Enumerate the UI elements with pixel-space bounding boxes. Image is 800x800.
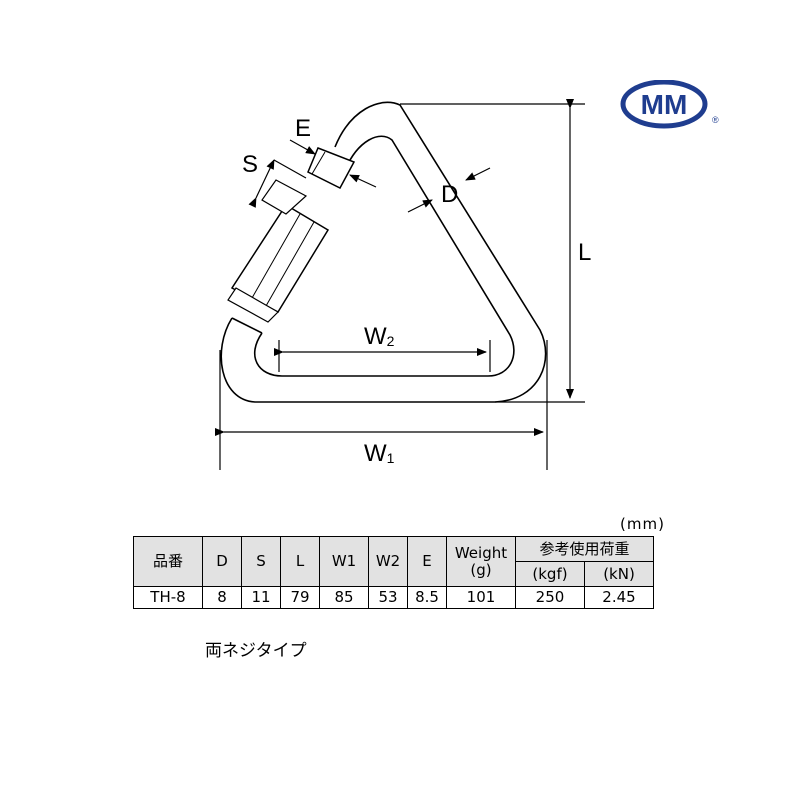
- header-load: 参考使用荷重: [515, 536, 654, 562]
- cell-d: 8: [202, 586, 242, 609]
- dim-label-w2: W2: [364, 323, 395, 350]
- brand-logo: MM ®: [620, 80, 719, 129]
- table-row: TH-8 8 11 79 85 53 8.5 101 250 2.45: [133, 586, 654, 609]
- header-weight: Weight (g): [446, 536, 516, 587]
- cell-kn: 2.45: [584, 586, 654, 609]
- header-load-kgf: (kgf): [515, 561, 585, 587]
- unit-note: (mm): [620, 515, 665, 533]
- header-weight-unit: (g): [470, 560, 492, 579]
- header-w1: W1: [319, 536, 369, 587]
- header-part-no: 品番: [133, 536, 203, 587]
- dim-label-d: D: [441, 181, 458, 208]
- header-e: E: [407, 536, 447, 587]
- cell-kgf: 250: [515, 586, 585, 609]
- cell-w1: 85: [319, 586, 369, 609]
- quick-link-drawing: E S D L W2 W1: [215, 99, 591, 470]
- spec-table: 品番 D S L W1 W2 E Weight (g) 参考使用荷重 (kgf)…: [133, 536, 654, 609]
- dim-label-s: S: [242, 151, 258, 178]
- cell-w2: 53: [368, 586, 408, 609]
- logo-text: MM: [641, 89, 688, 120]
- cell-s: 11: [241, 586, 281, 609]
- cell-weight: 101: [446, 586, 516, 609]
- sleeve-nut: [227, 147, 356, 323]
- header-w2: W2: [368, 536, 408, 587]
- cell-part-no: TH-8: [133, 586, 203, 609]
- link-body: [220, 101, 547, 403]
- header-load-kn: (kN): [584, 561, 654, 587]
- dim-label-e: E: [295, 115, 311, 142]
- dimension-lines: [215, 99, 585, 470]
- type-note: 両ネジタイプ: [205, 641, 307, 661]
- header-d: D: [202, 536, 242, 587]
- header-s: S: [241, 536, 281, 587]
- cell-l: 79: [280, 586, 320, 609]
- header-weight-label: Weight: [454, 544, 508, 562]
- cell-e: 8.5: [407, 586, 447, 609]
- dim-label-l: L: [578, 239, 591, 266]
- registered-mark: ®: [712, 115, 719, 125]
- dim-label-w1: W1: [364, 440, 395, 467]
- header-l: L: [280, 536, 320, 587]
